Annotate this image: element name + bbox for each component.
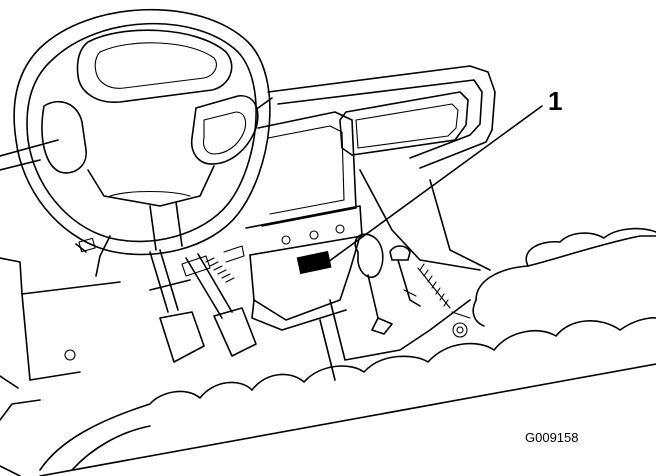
callout-number: 1 xyxy=(548,86,562,116)
callout-leader-line xyxy=(327,105,543,263)
parking-brake xyxy=(389,245,421,307)
seat-cushion xyxy=(0,227,656,476)
identification-decal xyxy=(296,250,332,275)
throttle-cable xyxy=(417,263,471,338)
console-box xyxy=(249,235,361,331)
brake-pedal xyxy=(159,311,205,363)
center-console-panel xyxy=(245,111,363,256)
pedal-assembly xyxy=(149,245,257,363)
figure-id: G009158 xyxy=(525,430,579,445)
shift-lever xyxy=(354,233,393,335)
left-side-panel xyxy=(0,257,121,421)
steering-column xyxy=(75,235,111,277)
glove-box xyxy=(339,91,469,156)
accelerator-pedal xyxy=(213,307,257,357)
steering-wheel xyxy=(13,8,271,256)
floor-tunnel xyxy=(319,169,491,381)
dashboard-shelf xyxy=(0,65,496,171)
